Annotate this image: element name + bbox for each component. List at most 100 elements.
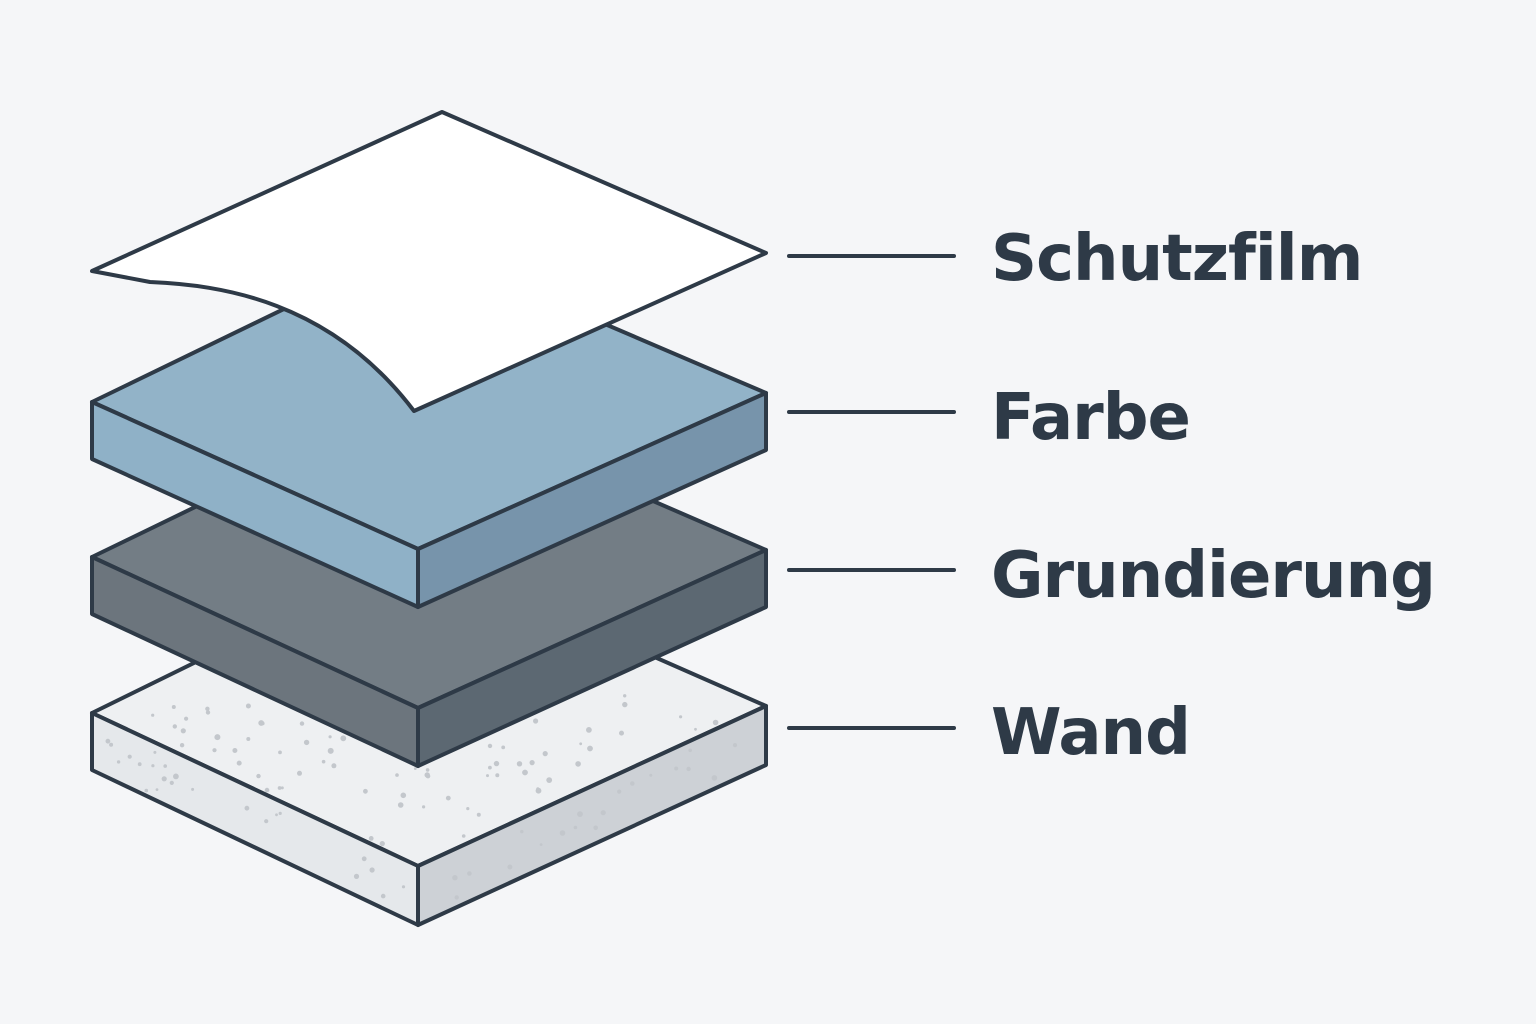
wall-speckle-dot (127, 754, 132, 759)
wall-speckle-dot (161, 776, 167, 782)
wall-speckle-dot (340, 735, 347, 742)
protective-film-surface (90, 110, 768, 413)
wall-speckle-dot (686, 766, 691, 772)
wall-slab-side-face (416, 704, 768, 927)
wall-speckle-dot (169, 780, 174, 786)
wall-speckle-dot (264, 819, 269, 824)
wall-speckle-dot (379, 841, 385, 847)
wall-speckle-dot (493, 760, 500, 767)
wall-speckle-dot (369, 867, 375, 873)
wall-speckle-dot (520, 829, 524, 834)
paint-slab-side-face (416, 391, 768, 609)
wall-speckle-dot (622, 701, 628, 708)
wall-speckle-dot (445, 795, 451, 801)
wall-speckle-dot (649, 773, 653, 777)
wall-speckle-dot (244, 805, 250, 811)
wall-speckle-dot (679, 715, 683, 719)
wall-speckle-dot (278, 750, 282, 755)
wall-speckle-dot (331, 763, 337, 769)
wall-speckle-dot (559, 830, 566, 836)
wall-speckle-dot (401, 885, 406, 889)
wall-speckle-dot (600, 810, 606, 816)
wall-speckle-dot (617, 789, 622, 794)
wall-speckle-dot (623, 694, 627, 698)
wall-speckle-dot (232, 748, 238, 753)
wall-speckle-dot (533, 718, 539, 724)
wall-speckle-dot (507, 864, 513, 870)
wall-speckle-dot (246, 737, 251, 741)
wall-speckle-dot (212, 748, 217, 753)
wall-speckle-dot (245, 703, 251, 709)
wall-speckle-dot (184, 716, 189, 721)
wall-speckle-dot (361, 856, 367, 862)
wall-speckle-dot (425, 773, 431, 779)
wall-speckle-dot (180, 728, 186, 734)
wall-speckle-dot (732, 743, 738, 748)
wall-speckle-dot (280, 786, 284, 790)
wall-speckle-dot (422, 805, 426, 809)
wall-speckle-dot (542, 751, 548, 757)
wall-speckle-dot (153, 750, 157, 754)
wall-speckle-dot (163, 764, 167, 768)
wall-speckle-dot (151, 713, 155, 717)
wall-speckle-dot (674, 766, 679, 771)
wall-speckle-dot (144, 788, 149, 793)
wall-speckle-dot (461, 834, 466, 838)
protective-film-sheet (90, 110, 768, 413)
wall-speckle-dot (575, 761, 581, 767)
wall-speckle-dot (395, 773, 399, 777)
wall-speckle-dot (327, 747, 334, 754)
label-farbe: Farbe (991, 381, 1190, 455)
wall-speckle-dot (413, 767, 417, 770)
wall-speckle-dot (261, 721, 265, 726)
wall-speckle-dot (297, 770, 302, 776)
wall-speckle-dot (137, 762, 142, 767)
wall-speckle-dot (536, 787, 540, 791)
wall-speckle-dot (191, 787, 195, 791)
wall-speckle-dot (303, 739, 310, 746)
wall-speckle-dot (577, 811, 583, 817)
wall-speckle-dot (587, 745, 593, 752)
wall-speckle-dot (694, 727, 697, 731)
wall-speckle-dot (278, 811, 282, 816)
wall-speckle-dot (179, 743, 185, 748)
wall-speckle-dot (454, 895, 459, 900)
wall-speckle-dot (539, 843, 543, 846)
wall-speckle-dot (529, 760, 535, 766)
wall-speckle-dot (363, 788, 368, 794)
wall-speckle-dot (380, 893, 386, 899)
primer-slab-side-face (416, 548, 768, 768)
wall-speckle-dot (205, 710, 211, 715)
wall-speckle-dot (328, 735, 332, 739)
wall-speckle-dot (488, 765, 492, 770)
wall-speckle-dot (236, 760, 242, 766)
wall-speckle-dot (173, 773, 179, 780)
wall-speckle-dot (476, 812, 481, 817)
wall-speckle-dot (116, 760, 121, 764)
wall-speckle-dot (452, 875, 458, 881)
wall-speckle-dot (495, 773, 500, 778)
wall-speckle-dot (109, 742, 114, 747)
label-grundierung: Grundierung (991, 539, 1435, 613)
wall-speckle-dot (619, 730, 624, 736)
wall-speckle-dot (353, 873, 360, 880)
wall-speckle-dot (151, 764, 155, 768)
wall-speckle-dot (466, 807, 470, 811)
wall-speckle-dot (712, 719, 719, 726)
wall-speckle-dot (522, 769, 528, 776)
wall-speckle-dot (586, 727, 592, 733)
wall-speckle-dot (155, 788, 159, 791)
wall-speckle-dot (277, 786, 282, 790)
wall-speckle-dot (214, 734, 221, 741)
wall-speckle-dot (205, 706, 210, 711)
wall-speckle-dot (546, 777, 553, 783)
wall-speckle-dot (487, 743, 493, 749)
wall-speckle-dot (630, 781, 635, 786)
wall-speckle-dot (579, 742, 583, 746)
wall-speckle-dot (171, 705, 176, 709)
wall-speckle-dot (593, 825, 598, 831)
label-wand: Wand (991, 696, 1190, 770)
wall-speckle-dot (501, 745, 506, 750)
wall-speckle-dot (172, 724, 177, 729)
